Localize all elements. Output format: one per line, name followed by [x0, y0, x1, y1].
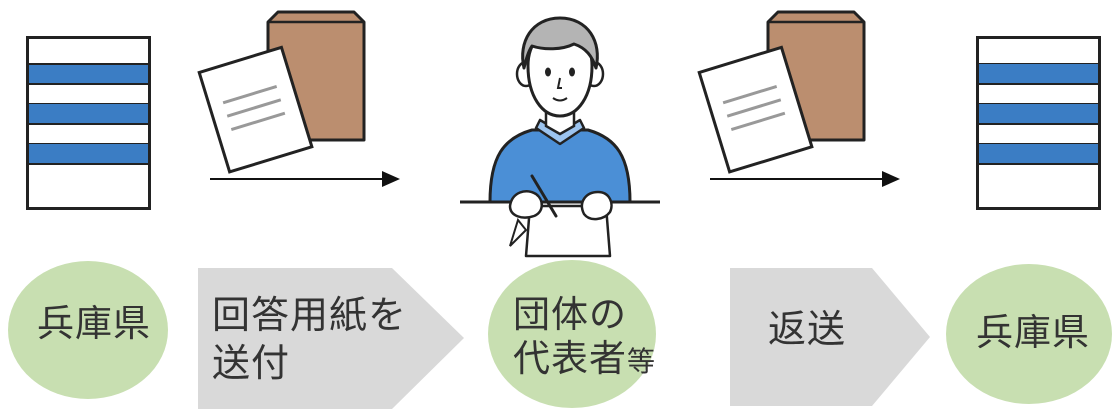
end-label: 兵庫県 [976, 311, 1090, 354]
org-circle [488, 260, 656, 408]
envelope-with-paper-icon-send [197, 10, 366, 174]
chevron-return [730, 268, 930, 406]
org-label-line1: 団体の [513, 293, 627, 336]
start-label: 兵庫県 [37, 302, 151, 345]
envelope-with-paper-icon-return [697, 10, 866, 174]
start-circle [8, 261, 168, 399]
org-label-suffix: 等 [627, 345, 657, 378]
send-label-line1: 回答用紙を [212, 293, 408, 337]
person-writing-icon [460, 16, 660, 258]
striped-form-icon-left [26, 36, 151, 210]
return-label: 返送 [768, 307, 847, 351]
right-arrow-icon-return [710, 171, 900, 187]
org-label-main: 代表者 [513, 337, 627, 380]
org-label-line2: 代表者等 [513, 340, 656, 377]
striped-form-icon-right [976, 36, 1101, 210]
end-circle [946, 264, 1112, 404]
chevron-send [198, 268, 464, 409]
send-label-line2: 送付 [212, 341, 291, 385]
right-arrow-icon-send [210, 171, 400, 187]
